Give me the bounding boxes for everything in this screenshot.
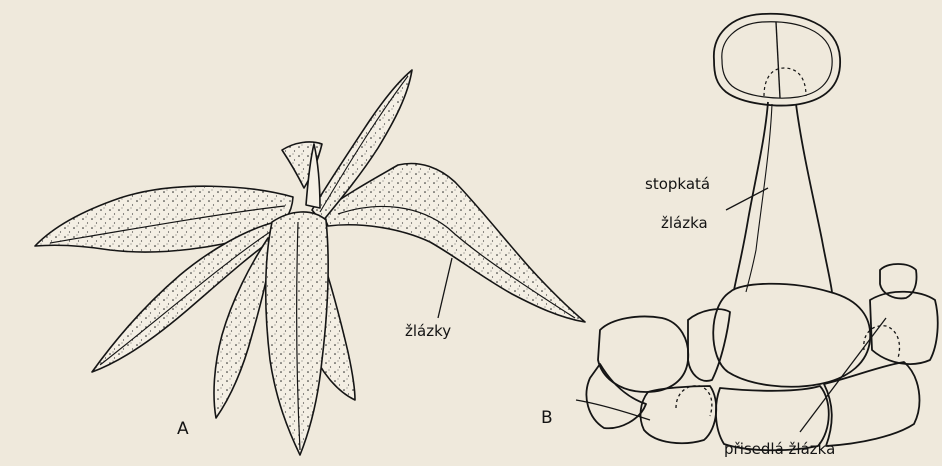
glands-leader-line	[438, 258, 452, 318]
stalked-gland-head-dashed	[764, 68, 806, 96]
epidermis-cell-2	[688, 309, 730, 381]
gland-stalk	[734, 102, 832, 292]
figure-a-leaf-rosette	[35, 70, 585, 455]
glands-label: žlázky	[405, 322, 451, 341]
stalked-gland-base-cell	[713, 284, 870, 387]
stalked-gland-label-line2: žlázka	[661, 214, 708, 233]
epidermis-cell-5	[641, 386, 717, 443]
stalked-gland-label-line1: stopkatá	[645, 175, 710, 194]
epidermis-cell-8	[586, 364, 646, 428]
epidermis-cell-3	[870, 292, 938, 364]
figure-b-gland-section	[576, 14, 938, 450]
sessile-gland-label: přisedlá žlázka	[724, 440, 835, 459]
panel-letter-a: A	[177, 420, 189, 439]
epidermis-cell-4	[880, 264, 917, 298]
sessile-gland-lower	[676, 386, 712, 416]
stalked-gland-head-division	[776, 22, 780, 98]
panel-letter-b: B	[541, 409, 553, 428]
leaf-right-large-stipple	[322, 164, 585, 322]
epidermis-cell-7	[824, 362, 919, 446]
sessile-gland-leader-line	[800, 318, 886, 432]
stalked-gland-head	[714, 14, 840, 106]
